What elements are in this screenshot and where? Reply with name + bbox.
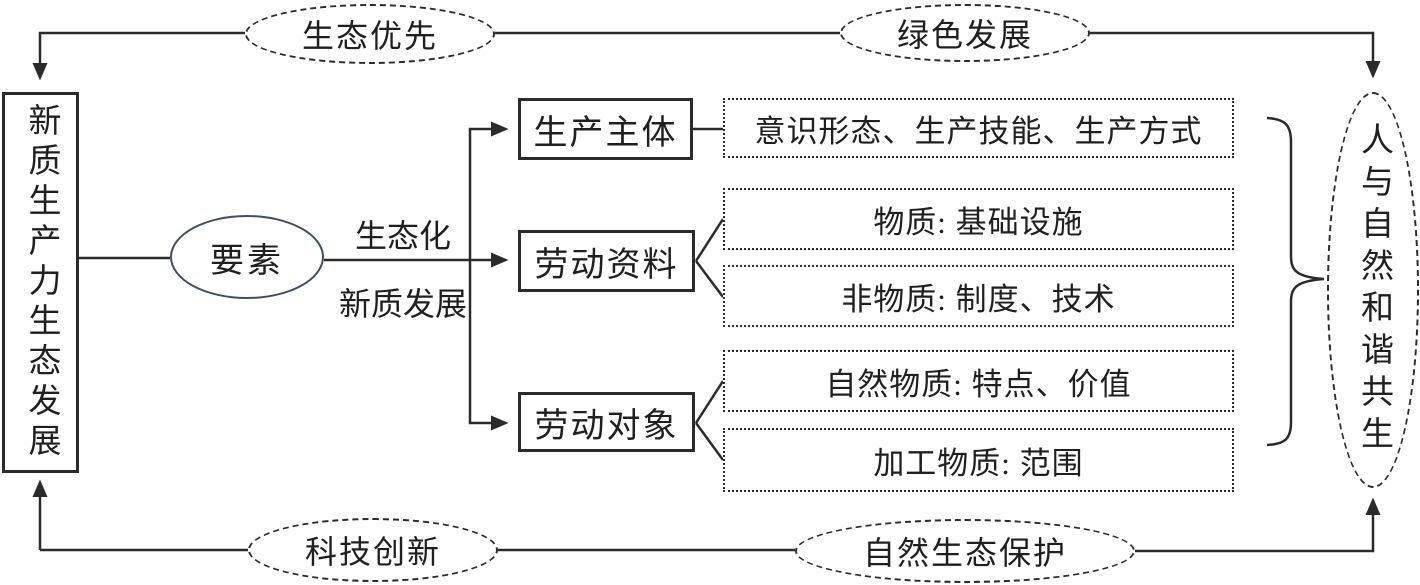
ellipse-nature-protection: 自然生态保护 [795,519,1135,583]
edge-tech-to-leftnode [40,482,248,552]
edge-laboro-fork-up [694,380,725,424]
edge-branch-down [468,260,509,431]
edge-laborm-fork-up [694,218,725,262]
grouping-brace [1266,116,1325,447]
detail-box-material: 物质: 基础设施 [723,188,1234,250]
box-production-subject: 生产主体 [518,98,693,160]
box-labor-object-label: 劳动对象 [534,407,679,445]
ellipse-tech-innovation: 科技创新 [248,518,498,582]
box-production-subject-label: 生产主体 [533,114,678,152]
detail-box-nonmaterial: 非物质: 制度、技术 [723,265,1234,327]
node-new-quality-productivity-label: 新质生产力生态发展 [23,102,59,463]
ellipse-nature-protection-label: 自然生态保护 [862,535,1067,571]
node-new-quality-productivity: 新质生产力生态发展 [2,92,79,473]
ellipse-factors: 要素 [170,215,324,299]
detail-box-processed-material: 加工物质: 范围 [723,428,1234,492]
detail-box-material-label: 物质: 基础设施 [873,204,1084,240]
edge-branch-up [468,121,509,260]
edge-label-new-quality-dev: 新质发展 [338,286,467,322]
box-labor-means-label: 劳动资料 [534,246,679,284]
ellipse-eco-priority-label: 生态优先 [301,18,438,54]
ellipse-green-development: 绿色发展 [840,4,1090,62]
edge-laboro-fork-down [694,422,725,461]
box-labor-object: 劳动对象 [518,392,695,452]
box-labor-means: 劳动资料 [518,230,695,292]
edge-nature-to-rightellipse [1135,497,1381,553]
edge-ecopriority-to-leftnode [32,31,245,81]
ellipse-tech-innovation-label: 科技创新 [304,534,441,570]
ellipse-factors-label: 要素 [210,242,284,280]
edge-greendev-to-rightellipse [1090,31,1381,79]
edge-laborm-fork-down [695,260,724,298]
ellipse-green-development-label: 绿色发展 [896,17,1033,53]
detail-box-natural-material: 自然物质: 特点、价值 [723,350,1234,412]
detail-box-ideology: 意识形态、生产技能、生产方式 [723,98,1234,158]
detail-box-nonmaterial-label: 非物质: 制度、技术 [841,281,1116,317]
ellipse-eco-priority: 生态优先 [245,4,495,64]
detail-box-ideology-label: 意识形态、生产技能、生产方式 [754,113,1203,149]
detail-box-processed-material-label: 加工物质: 范围 [873,445,1084,481]
edge-label-ecologization: 生态化 [354,218,451,254]
detail-box-natural-material-label: 自然物质: 特点、价值 [825,366,1132,402]
ellipse-harmony-human-nature: 人与自然和谐共生 [1327,92,1419,488]
ellipse-harmony-human-nature-label: 人与自然和谐共生 [1355,122,1392,458]
